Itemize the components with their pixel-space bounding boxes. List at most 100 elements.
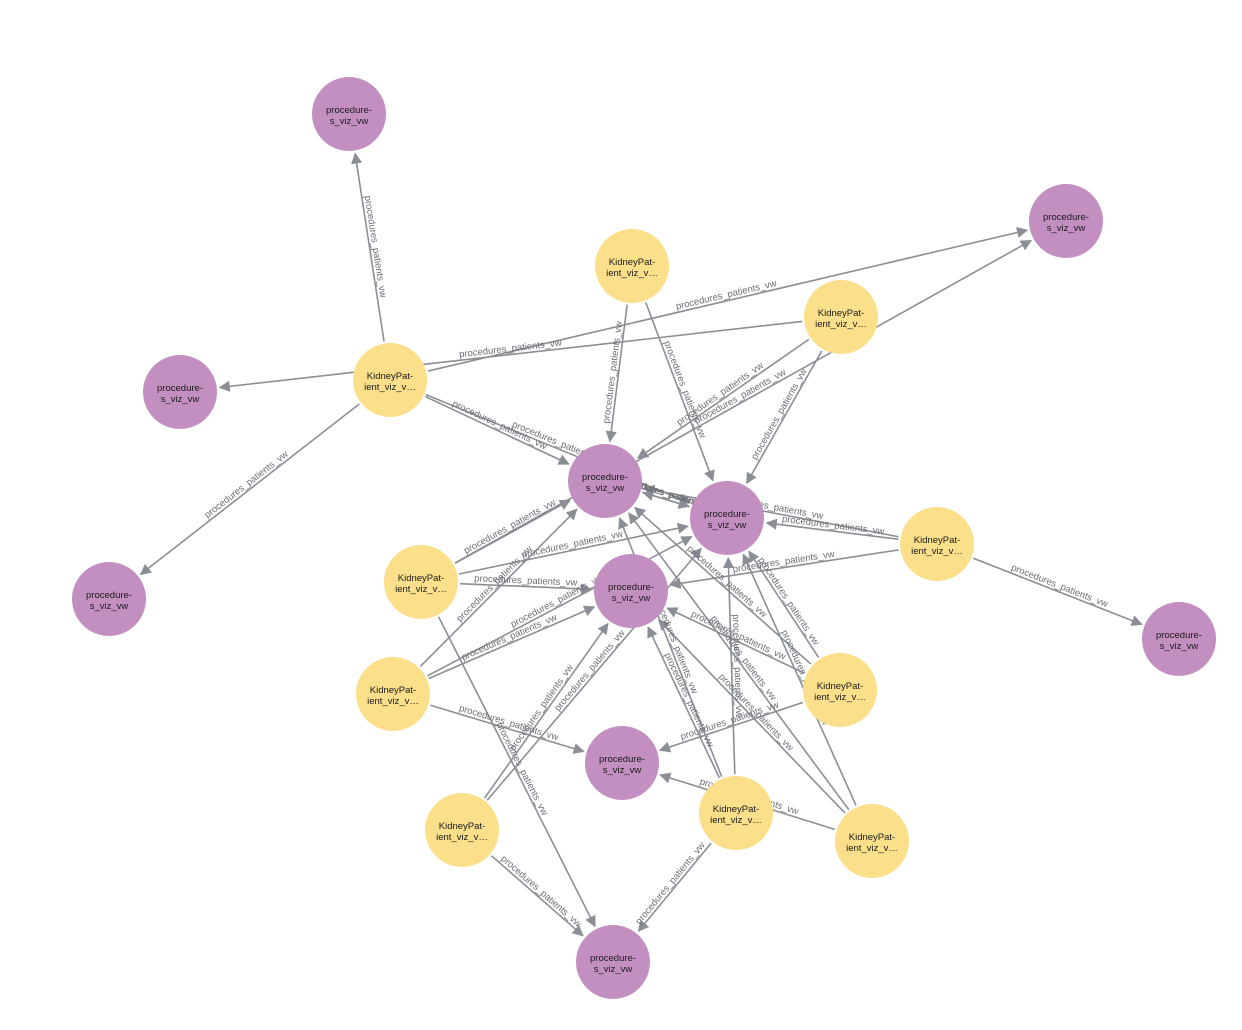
edge-arrow[interactable]	[746, 350, 823, 485]
edge-arrow[interactable]	[427, 227, 1029, 372]
procedure-node[interactable]: procedure-s_viz_vw	[568, 444, 642, 518]
edge-arrow[interactable]	[351, 152, 385, 342]
edge-arrow[interactable]	[637, 842, 712, 933]
edge-label: procedures_patients_vw	[450, 398, 548, 452]
node-label-line1: procedure-	[326, 105, 372, 116]
node-circle[interactable]	[568, 444, 642, 518]
edge-label: procedures_patients_vw	[730, 614, 744, 717]
edge-arrow[interactable]	[419, 508, 578, 667]
edge-arrow[interactable]	[657, 618, 846, 814]
patient-node[interactable]: KidneyPat-ient_viz_v…	[425, 793, 499, 867]
edge-arrow[interactable]	[742, 553, 857, 806]
edge-arrow[interactable]	[643, 484, 899, 538]
edge-arrow[interactable]	[765, 518, 899, 541]
edge-label: procedures_patients_vw	[521, 529, 624, 561]
edge-arrow[interactable]	[645, 302, 715, 482]
node-label-line2: ient_viz_v…	[710, 815, 762, 826]
patient-node[interactable]: KidneyPat-ient_viz_v…	[900, 507, 974, 581]
procedure-node[interactable]: procedure-s_viz_vw	[576, 925, 650, 999]
node-label-line1: procedure-	[1156, 630, 1202, 641]
procedure-node[interactable]: procedure-s_viz_vw	[585, 726, 659, 800]
node-label-line1: procedure-	[704, 509, 750, 520]
node-circle[interactable]	[1142, 602, 1216, 676]
node-circle[interactable]	[804, 280, 878, 354]
patient-node[interactable]: KidneyPat-ient_viz_v…	[384, 545, 458, 619]
procedure-node[interactable]: procedure-s_viz_vw	[594, 554, 668, 628]
edge-label: procedures_patients_vw	[601, 320, 625, 424]
procedure-node[interactable]: procedure-s_viz_vw	[72, 562, 146, 636]
node-circle[interactable]	[595, 229, 669, 303]
node-circle[interactable]	[900, 507, 974, 581]
edge-arrow[interactable]	[748, 550, 820, 658]
node-circle[interactable]	[312, 77, 386, 151]
edge-arrow[interactable]	[636, 338, 810, 459]
edge-arrow[interactable]	[642, 490, 690, 508]
node-circle[interactable]	[835, 804, 909, 878]
edge-label: procedures_patients_vw	[675, 278, 778, 312]
procedure-node[interactable]: procedure-s_viz_vw	[143, 355, 217, 429]
node-circle[interactable]	[72, 562, 146, 636]
patient-node[interactable]: KidneyPat-ient_viz_v…	[804, 280, 878, 354]
node-circle[interactable]	[594, 554, 668, 628]
edge-label: procedures_patients_vw	[203, 449, 291, 521]
edge-arrow[interactable]	[430, 704, 585, 754]
patient-node[interactable]: KidneyPat-ient_viz_v…	[595, 229, 669, 303]
edge-arrow[interactable]	[218, 320, 803, 392]
edge-arrow[interactable]	[666, 607, 806, 675]
edge-arrow[interactable]	[454, 499, 571, 564]
node-circle[interactable]	[353, 343, 427, 417]
edge-label: procedures_patients_vw	[459, 338, 563, 361]
node-circle[interactable]	[384, 545, 458, 619]
node-circle[interactable]	[699, 776, 773, 850]
patient-node[interactable]: KidneyPat-ient_viz_v…	[356, 657, 430, 731]
edge-arrow[interactable]	[490, 855, 584, 937]
node-circle[interactable]	[1029, 184, 1103, 258]
node-circle[interactable]	[690, 481, 764, 555]
edge-arrow[interactable]	[459, 582, 593, 595]
edge-label: procedures_patients_vw	[781, 514, 885, 538]
node-label-line1: procedure-	[590, 953, 636, 964]
edge-arrow[interactable]	[459, 522, 689, 575]
node-circle[interactable]	[576, 925, 650, 999]
node-circle[interactable]	[425, 793, 499, 867]
node-label-line1: procedure-	[1043, 212, 1089, 223]
node-circle[interactable]	[803, 653, 877, 727]
edge-arrow[interactable]	[658, 701, 804, 753]
procedure-node[interactable]: procedure-s_viz_vw	[1142, 602, 1216, 676]
edge-arrow[interactable]	[437, 616, 596, 928]
edge-arrow[interactable]	[425, 394, 692, 505]
edge-arrow[interactable]	[454, 239, 1033, 564]
procedure-node[interactable]: procedure-s_viz_vw	[690, 481, 764, 555]
node-label-line1: KidneyPat-	[817, 681, 863, 692]
edge-arrow[interactable]	[483, 622, 609, 799]
patient-node[interactable]: KidneyPat-ient_viz_v…	[835, 804, 909, 878]
edge-arrow[interactable]	[628, 512, 850, 811]
node-label-line1: KidneyPat-	[609, 257, 655, 268]
edge-arrow[interactable]	[605, 304, 628, 443]
node-circle[interactable]	[356, 657, 430, 731]
procedure-node[interactable]: procedure-s_viz_vw	[312, 77, 386, 151]
node-label-line2: ient_viz_v…	[606, 268, 658, 279]
patient-node[interactable]: KidneyPat-ient_viz_v…	[699, 776, 773, 850]
edge-arrow[interactable]	[428, 605, 596, 680]
edge-arrow[interactable]	[424, 395, 570, 465]
node-label-line2: s_viz_vw	[603, 765, 642, 776]
node-label-line1: procedure-	[608, 582, 654, 593]
node-circle[interactable]	[143, 355, 217, 429]
node-circle[interactable]	[585, 726, 659, 800]
edge-arrow[interactable]	[722, 556, 736, 775]
edge-label: procedures_patients_vw	[634, 840, 708, 927]
edge-arrow[interactable]	[669, 549, 899, 589]
node-label-line2: s_viz_vw	[586, 483, 625, 494]
procedure-node[interactable]: procedure-s_viz_vw	[1029, 184, 1103, 258]
edge-arrow[interactable]	[139, 403, 360, 576]
node-label-line2: s_viz_vw	[1047, 223, 1086, 234]
patient-node[interactable]: KidneyPat-ient_viz_v…	[353, 343, 427, 417]
node-label-line2: ient_viz_v…	[814, 692, 866, 703]
patient-node[interactable]: KidneyPat-ient_viz_v…	[803, 653, 877, 727]
edge-arrow[interactable]	[647, 626, 721, 779]
edge-arrow[interactable]	[973, 557, 1143, 626]
node-label-line2: ient_viz_v…	[367, 696, 419, 707]
node-label-line2: ient_viz_v…	[911, 546, 963, 557]
